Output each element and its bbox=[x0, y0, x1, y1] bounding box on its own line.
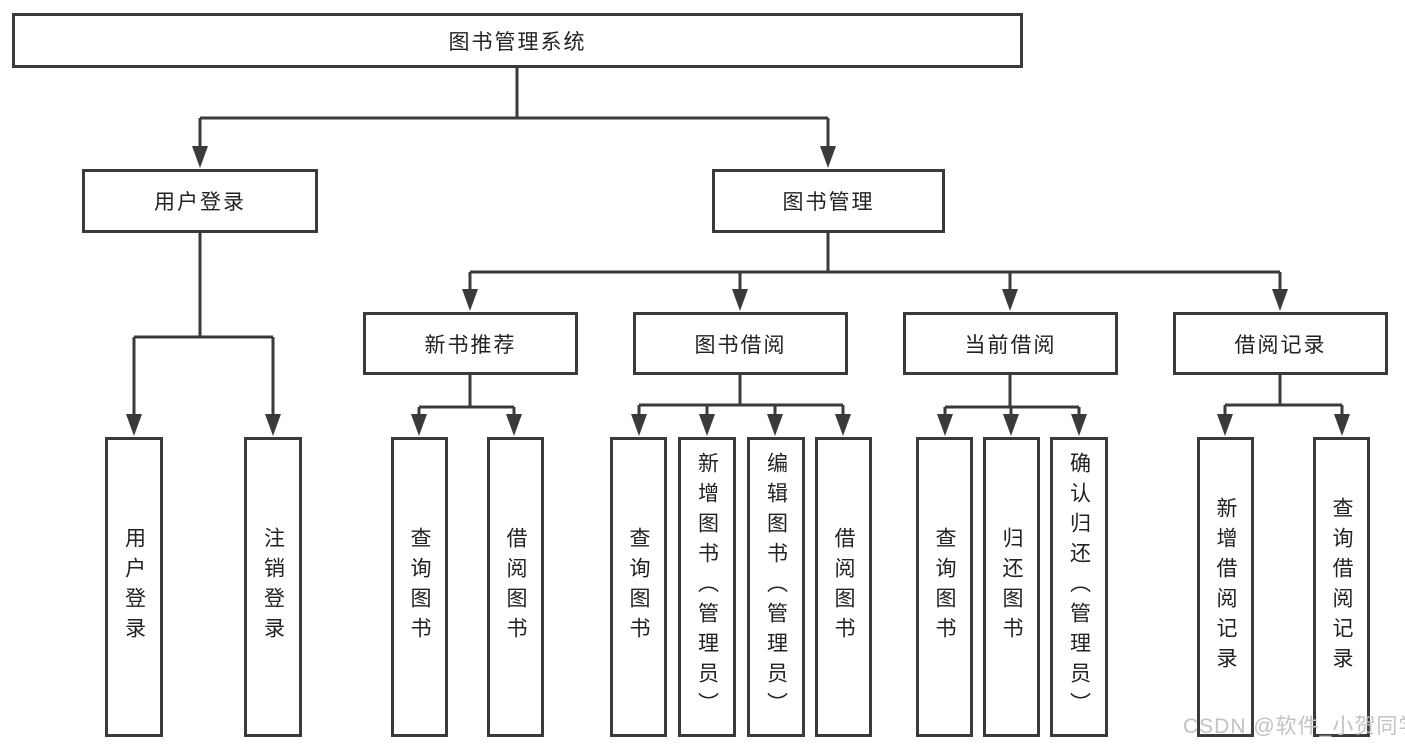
arrowhead bbox=[1217, 414, 1233, 436]
arrowhead bbox=[192, 146, 208, 168]
leaf-confirm-return-admin: 确认归还（管理员） bbox=[1050, 437, 1108, 737]
arrowhead bbox=[1003, 414, 1019, 436]
arrowhead bbox=[265, 414, 281, 436]
arrowhead bbox=[462, 289, 478, 311]
arrowhead bbox=[835, 414, 851, 436]
edge-current-to-leaves bbox=[943, 375, 1081, 416]
leaf-query-books-newbook: 查询图书 bbox=[391, 437, 448, 737]
node-new-book-recommend: 新书推荐 bbox=[363, 312, 578, 375]
watermark: CSDN @软件_小贺同学 bbox=[1183, 715, 1405, 738]
leaf-label: 查询图书 bbox=[933, 527, 956, 647]
node-book-borrow: 图书借阅 bbox=[633, 312, 848, 375]
leaf-add-books-admin: 新增图书（管理员） bbox=[678, 437, 736, 737]
leaf-logout: 注销登录 bbox=[244, 437, 302, 737]
leaf-label: 借阅图书 bbox=[832, 527, 855, 647]
leaf-borrow-books-newbook: 借阅图书 bbox=[487, 437, 544, 737]
leaf-query-books-borrow: 查询图书 bbox=[610, 437, 667, 737]
arrowhead bbox=[1002, 289, 1018, 311]
arrowhead bbox=[699, 414, 715, 436]
leaf-query-borrow-record: 查询借阅记录 bbox=[1313, 437, 1370, 737]
leaf-label: 新增图书（管理员） bbox=[695, 452, 719, 722]
arrowhead bbox=[937, 414, 953, 436]
arrowhead bbox=[767, 414, 783, 436]
edge-bookmgmt-to-branches bbox=[468, 233, 1282, 291]
leaf-borrow-books: 借阅图书 bbox=[815, 437, 872, 737]
edge-root-to-level2 bbox=[198, 68, 830, 148]
edge-userlogin-to-leaves bbox=[132, 233, 275, 416]
leaf-label: 编辑图书（管理员） bbox=[764, 452, 788, 722]
arrowhead bbox=[1071, 414, 1087, 436]
leaf-label: 新增借阅记录 bbox=[1214, 497, 1237, 677]
leaf-label: 确认归还（管理员） bbox=[1067, 452, 1091, 722]
node-borrow-record: 借阅记录 bbox=[1173, 312, 1388, 375]
edge-record-to-leaves bbox=[1223, 375, 1344, 416]
leaf-label: 用户登录 bbox=[122, 527, 146, 647]
arrowhead bbox=[631, 414, 647, 436]
leaf-return-books: 归还图书 bbox=[983, 437, 1040, 737]
leaf-user-login: 用户登录 bbox=[105, 437, 163, 737]
arrowhead bbox=[411, 414, 427, 436]
node-user-login: 用户登录 bbox=[82, 169, 318, 233]
arrowhead bbox=[820, 146, 836, 168]
node-root-system: 图书管理系统 bbox=[12, 13, 1023, 68]
edge-newbook-to-leaves bbox=[417, 375, 516, 416]
node-current-borrow: 当前借阅 bbox=[903, 312, 1118, 375]
leaf-edit-books-admin: 编辑图书（管理员） bbox=[747, 437, 805, 737]
leaf-label: 查询图书 bbox=[408, 527, 431, 647]
arrowhead bbox=[1334, 414, 1350, 436]
leaf-label: 归还图书 bbox=[1000, 527, 1023, 647]
arrowhead bbox=[1272, 289, 1288, 311]
node-book-management: 图书管理 bbox=[712, 169, 945, 233]
leaf-query-books-current: 查询图书 bbox=[916, 437, 973, 737]
leaf-add-borrow-record: 新增借阅记录 bbox=[1197, 437, 1254, 737]
leaf-label: 查询图书 bbox=[627, 527, 650, 647]
arrowhead bbox=[126, 414, 142, 436]
edge-borrow-to-leaves bbox=[637, 375, 845, 416]
arrowhead bbox=[506, 414, 522, 436]
leaf-label: 查询借阅记录 bbox=[1330, 497, 1353, 677]
leaf-label: 借阅图书 bbox=[504, 527, 527, 647]
arrowhead bbox=[732, 289, 748, 311]
leaf-label: 注销登录 bbox=[261, 527, 285, 647]
